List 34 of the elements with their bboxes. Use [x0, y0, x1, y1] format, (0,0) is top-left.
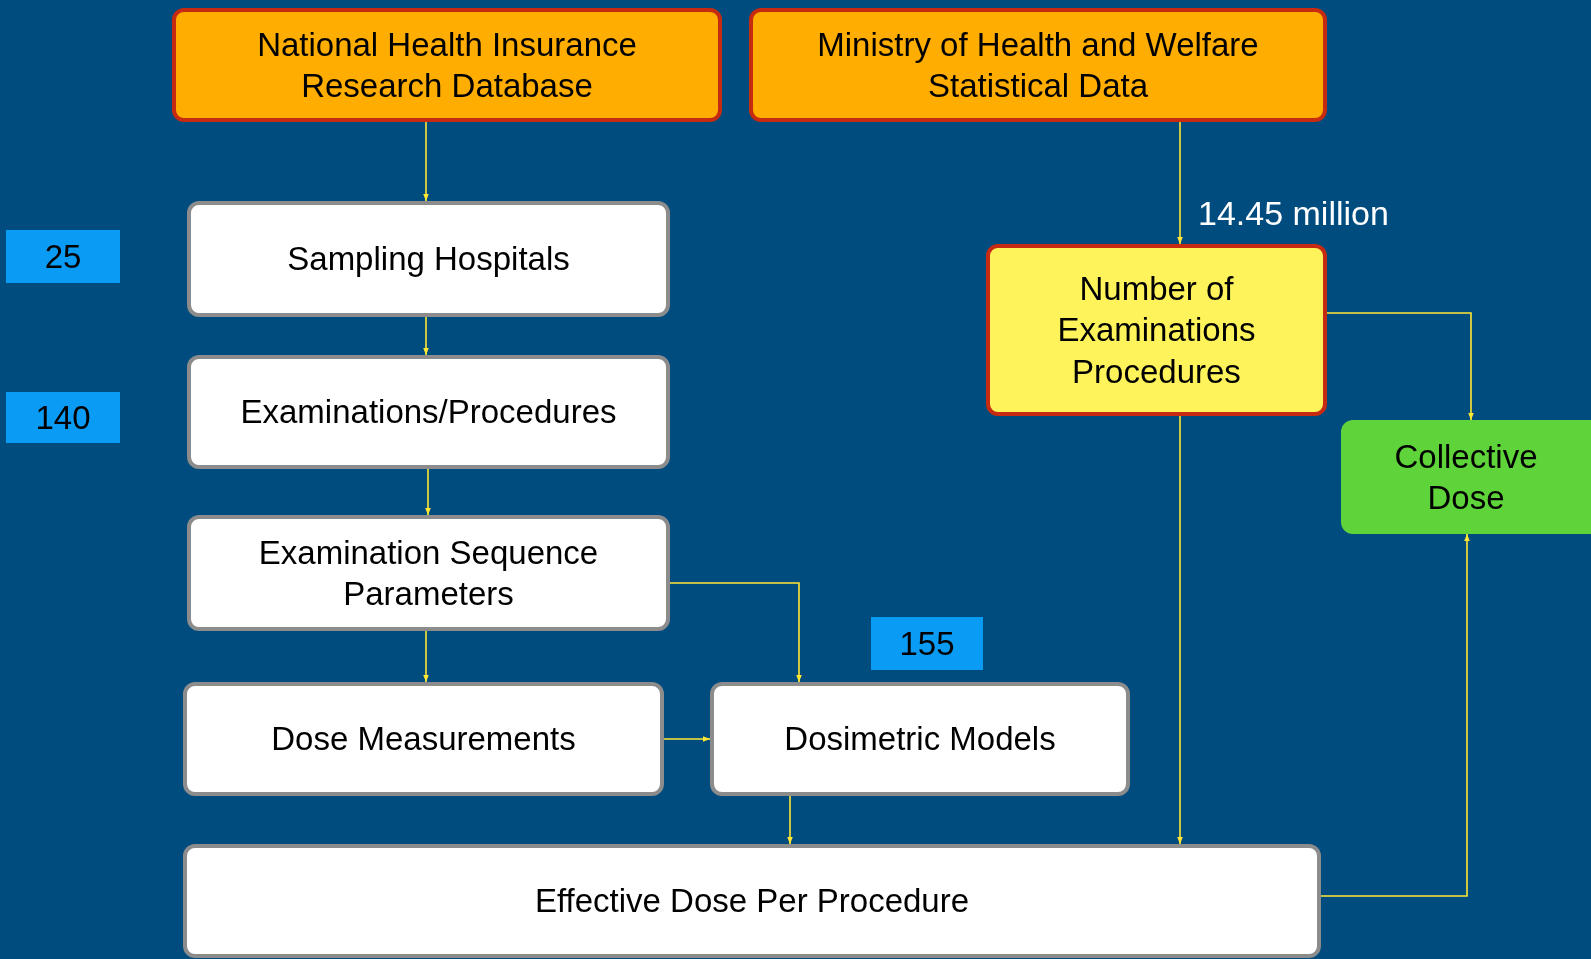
result-box — [1341, 420, 1591, 534]
node-text: Ministry of Health and Welfare Statistical Data — [816, 24, 1260, 106]
arrow — [663, 736, 711, 742]
process-box — [183, 682, 664, 796]
arrow — [425, 468, 431, 516]
count-badge: 25 — [6, 230, 120, 283]
arrow — [1326, 312, 1474, 421]
process-box — [187, 201, 670, 317]
data-source-box — [749, 8, 1327, 122]
node-text: Number of Examinations Procedures — [1056, 269, 1257, 392]
process-box — [187, 515, 670, 631]
process-box — [187, 355, 670, 469]
node-text: Examination Sequence Parameters — [257, 532, 600, 614]
node-text: Sampling Hospitals — [287, 239, 570, 280]
process-box — [710, 682, 1130, 796]
node-text: Collective Dose — [1393, 436, 1539, 518]
arrow — [1177, 121, 1183, 245]
node-text: Examinations/Procedures — [240, 392, 617, 433]
node-text: Effective Dose Per Procedure — [534, 881, 970, 922]
arrow — [787, 795, 793, 845]
data-source-box — [172, 8, 722, 122]
arrow — [1177, 415, 1183, 845]
node-text: Dosimetric Models — [784, 719, 1056, 760]
node-text: National Health Insurance Research Database — [256, 24, 638, 106]
count-box — [986, 244, 1327, 416]
arrow — [669, 582, 802, 683]
process-box — [183, 844, 1321, 958]
node-text: Dose Measurements — [271, 719, 576, 760]
arrow — [423, 316, 429, 356]
count-badge: 155 — [871, 617, 983, 670]
arrow — [423, 121, 429, 202]
arrow — [423, 630, 429, 683]
count-badge: 140 — [6, 392, 120, 443]
arrow — [1320, 533, 1470, 897]
